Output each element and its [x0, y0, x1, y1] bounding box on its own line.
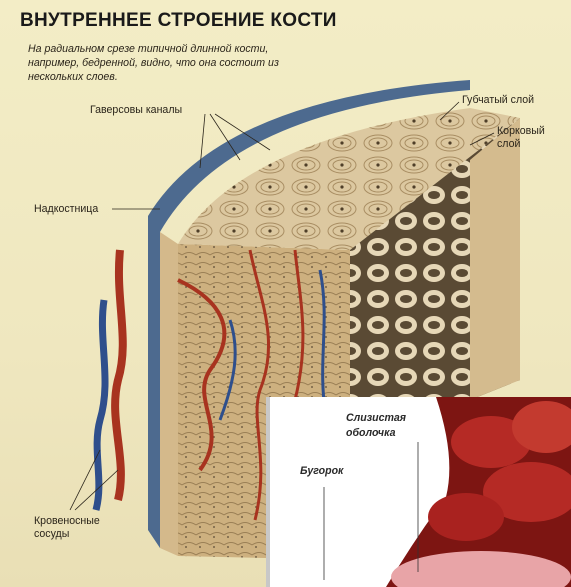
label-tubercle: Бугорок — [300, 464, 343, 479]
label-vessels: Кровеносные сосуды — [34, 515, 124, 541]
label-periosteum: Надкостница — [34, 203, 98, 215]
label-haversian: Гаверсовы каналы — [90, 104, 182, 116]
label-mucosa: Слизистая оболочка — [346, 411, 426, 441]
artery-outer — [115, 250, 123, 500]
label-cortical: Корковый слой — [497, 125, 561, 151]
periosteum-band — [160, 232, 178, 556]
mucosa-inset: Слизистая оболочка Бугорок — [266, 397, 571, 587]
vein-outer — [96, 300, 105, 510]
label-spongy: Губчатый слой — [462, 94, 534, 106]
cortical-side — [470, 118, 520, 400]
